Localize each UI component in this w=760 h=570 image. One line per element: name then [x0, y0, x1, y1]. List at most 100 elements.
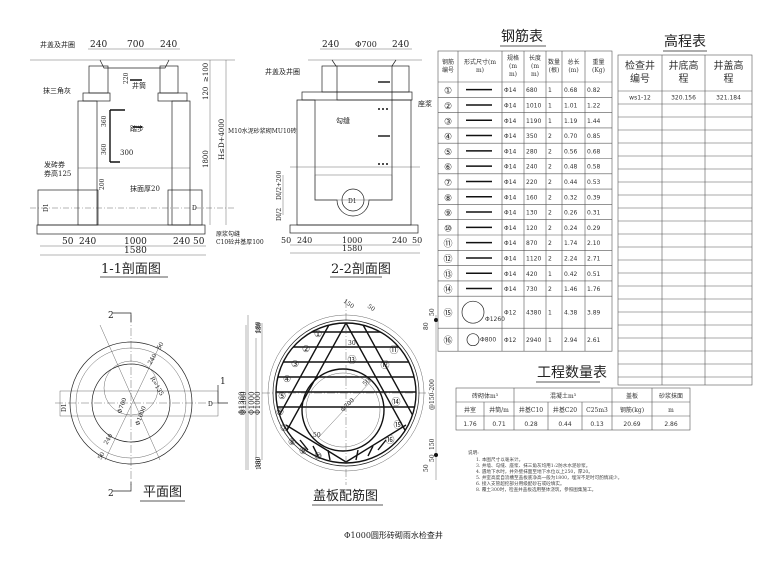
column-header: 井筒/m [489, 406, 509, 414]
step-rungs [378, 81, 390, 165]
step-dim-1: 360 [101, 115, 108, 127]
label-bedding: 座浆 [418, 99, 432, 108]
bar-mark: ② [302, 345, 310, 355]
dim-spacing: @150-200 [429, 379, 436, 410]
weight-cell: 0.68 [587, 148, 601, 155]
total-length-cell: 1.19 [564, 118, 578, 125]
elevation-header-top: 井盖高程 [713, 61, 744, 85]
label-cover: 井盖及井圈 [265, 67, 300, 76]
spec-cell: Φ14 [504, 240, 517, 247]
length-cell: 420 [526, 271, 538, 278]
bar-mark: ⑤ [278, 392, 286, 402]
dim-top-1: 240 [322, 40, 339, 50]
dim-180-top: 180 [255, 321, 262, 333]
label-shaft: 井筒 [132, 81, 146, 90]
rebar-header-count: 数量(根) [547, 58, 560, 74]
weight-cell: 0.31 [587, 210, 601, 217]
bar-mark: ⑯ [385, 435, 394, 446]
spec-cell: Φ14 [504, 210, 517, 217]
dim-bottom-1: 50 [62, 237, 74, 247]
neck-wall-left [321, 65, 338, 93]
dim-bottom-1: 50 [281, 236, 291, 245]
count-cell: 2 [548, 194, 552, 201]
manhole-frame [99, 59, 170, 69]
rebar-header-total: 总长(m) [567, 58, 580, 74]
label-cover: 井盖及井圈 [40, 40, 75, 49]
count-cell: 2 [548, 240, 552, 247]
count-cell: 2 [548, 179, 552, 186]
section-mark-2-top: 2 [108, 311, 114, 321]
section-markers [113, 312, 228, 492]
bottom-elevation-cell: 320.156 [671, 95, 696, 102]
count-cell: 2 [548, 225, 552, 232]
dim-top-3: 240 [392, 40, 409, 50]
weight-cell: 0.58 [587, 164, 601, 171]
spec-cell: Φ14 [504, 148, 517, 155]
bar-mark: ⑧ [288, 438, 296, 448]
plan-view: 2 2 1 Φ700 Φ1000 R=135 D1 D 50 240 240 5… [55, 311, 263, 502]
count-cell: 2 [548, 133, 552, 140]
dim-bottom-2: 240 [79, 237, 96, 247]
rebar-table-title: 钢筋表 [501, 28, 543, 45]
length-cell: 350 [526, 133, 538, 140]
column-header: m [668, 407, 674, 414]
rebar-header-weight: 重量(Kg) [591, 58, 605, 74]
count-cell: 2 [548, 164, 552, 171]
dim-bottom-3: 1000 [342, 236, 362, 245]
weight-cell: 0.51 [587, 271, 601, 278]
quantity-table-title: 工程数量表 [537, 365, 607, 381]
rebar-header-number: 钢筋编号 [441, 58, 454, 74]
dim-50-b: 50 [361, 377, 371, 387]
count-cell: 1 [548, 87, 552, 94]
bar-shape-circle [461, 300, 485, 324]
note-item: 4. 遇地下水时，井外壁抹面至地下水位以上250，厚20。 [476, 468, 593, 475]
dim-d1000: Φ1000 [248, 391, 256, 415]
bar-number: ② [444, 102, 452, 112]
spec-cell: Φ14 [504, 164, 517, 171]
length-cell: 1190 [526, 118, 541, 125]
pipe-outline [59, 390, 219, 417]
manhole-frame [331, 59, 397, 67]
flow-channel [314, 174, 393, 201]
bar-number: ⑧ [444, 194, 452, 204]
label-pipe-left: D1 [43, 203, 50, 212]
count-cell: 1 [548, 118, 552, 125]
rebar-header-shape: 形式尺寸(mm) [463, 58, 497, 74]
pipe-section [341, 188, 365, 212]
quantity-cell: 0.28 [524, 421, 538, 428]
spec-cell: Φ14 [504, 286, 517, 293]
length-cell: 120 [526, 225, 538, 232]
opening-dim-line [317, 379, 373, 439]
cover-plate-title: 盖板配筋图 [313, 488, 378, 504]
step-rungs [109, 79, 142, 163]
table-border [455, 387, 691, 431]
bar-number: ① [444, 87, 452, 97]
dim-50-c: 50 [313, 432, 321, 439]
dim-180-bottom: 180 [256, 458, 263, 470]
total-length-cell: 0.24 [564, 225, 578, 232]
dim-dot [434, 453, 438, 457]
notes-heading: 说明: [468, 449, 479, 456]
group-header: 混凝土m³ [550, 392, 577, 400]
column-header: C25m3 [586, 407, 608, 414]
bar-mark: ⑭ [391, 397, 400, 408]
count-cell: 2 [548, 255, 552, 262]
section-mark-1: 1 [220, 377, 226, 387]
count-cell: 1 [548, 271, 552, 278]
neck-wall-right [159, 65, 179, 94]
length-cell: 220 [526, 179, 538, 186]
dim-dot [434, 318, 438, 322]
count-cell: 1 [548, 310, 552, 317]
label-fillet: 抹三角灰 [43, 86, 71, 95]
